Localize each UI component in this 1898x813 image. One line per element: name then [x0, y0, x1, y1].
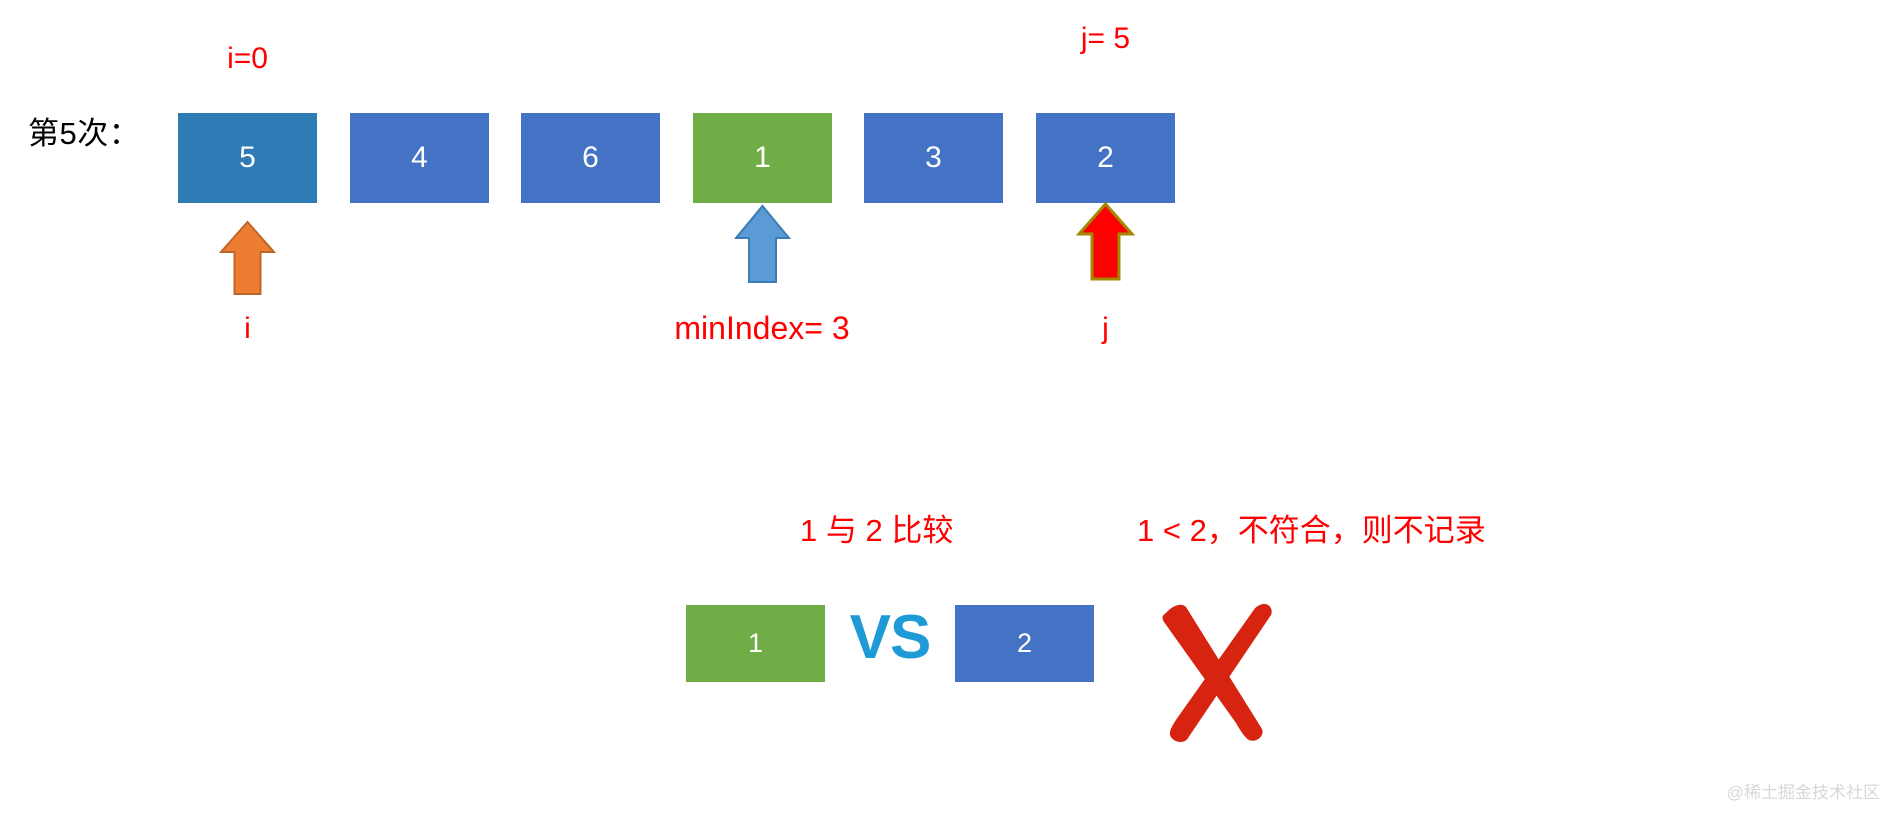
comparison-left-value: 1 [686, 605, 825, 682]
comparison-explanation: 1 与 2 比较 [800, 513, 954, 548]
comparison-result-explanation: 1 < 2，不符合，则不记录 [1137, 513, 1486, 548]
up-arrow-blue-icon [693, 202, 832, 292]
array-cell-5: 2 [1036, 113, 1175, 203]
comparison-right-value: 2 [955, 605, 1094, 682]
arrow-i-caption: i [244, 312, 251, 345]
marker-i-label: i=0 [227, 42, 268, 75]
vs-label: VS [849, 603, 932, 672]
up-arrow-orange-icon [178, 218, 317, 303]
round-label: 第5次： [28, 116, 141, 151]
array-cell-0: 5 [178, 113, 317, 203]
array-cell-3: 1 [693, 113, 832, 203]
watermark: @稀土掘金技术社区 [1726, 783, 1880, 802]
min-index-caption: minIndex= 3 [674, 310, 850, 346]
array-cell-4: 3 [864, 113, 1003, 203]
red-x-mark-icon [1152, 590, 1282, 750]
arrow-j-caption: j [1102, 312, 1109, 345]
up-arrow-red-icon [1036, 200, 1175, 290]
array-cell-1: 4 [350, 113, 489, 203]
marker-j-label: j= 5 [1080, 22, 1131, 55]
array-cell-2: 6 [521, 113, 660, 203]
